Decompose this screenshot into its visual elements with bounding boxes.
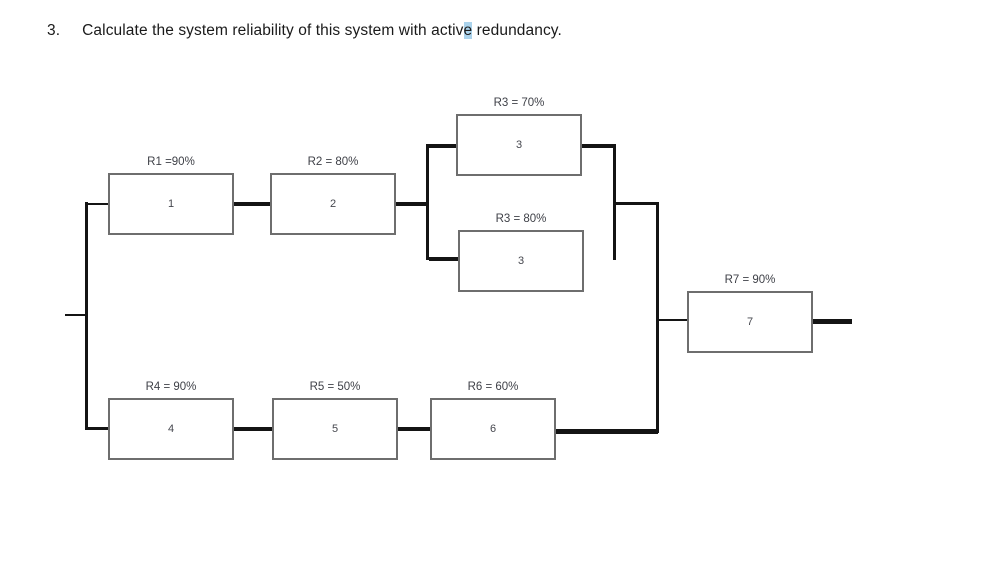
block1-block2-connector <box>234 202 270 206</box>
block5-block6-connector <box>397 427 430 431</box>
block-number: 7 <box>746 316 754 328</box>
right-join-vertical-line <box>656 202 659 433</box>
merge-output-line <box>616 202 658 205</box>
block-number: 1 <box>167 198 175 210</box>
split-bottom-branch-line <box>429 257 458 261</box>
merge-vertical-line <box>613 144 616 260</box>
block-number: 6 <box>489 423 497 435</box>
left-branch-vertical-line <box>85 202 88 430</box>
branch-to-block1-line <box>88 203 108 205</box>
block3top-merge-connector <box>582 144 614 148</box>
question-sentence: Calculate the system reliability of this… <box>82 22 562 39</box>
branch-to-block4-line <box>88 427 108 430</box>
block-number: 5 <box>331 423 339 435</box>
block4-block5-connector <box>234 427 272 431</box>
block7-input-line <box>659 319 687 321</box>
block-label: R7 = 90% <box>724 274 776 286</box>
reliability-block-4: R4 = 90% 4 <box>108 381 234 460</box>
reliability-block-7: R7 = 90% 7 <box>687 274 813 353</box>
output-stub-line <box>813 319 852 324</box>
block-label: R3 = 80% <box>495 213 547 225</box>
block-number: 3 <box>517 255 525 267</box>
block-label: R1 =90% <box>147 156 195 168</box>
block-label: R5 = 50% <box>309 381 361 393</box>
reliability-block-3-bottom: R3 = 80% 3 <box>458 213 584 292</box>
block-label: R4 = 90% <box>145 381 197 393</box>
question-number: 3. <box>47 22 61 39</box>
reliability-block-3-top: R3 = 70% 3 <box>456 97 582 176</box>
block-number: 4 <box>167 423 175 435</box>
block2-split-connector <box>396 202 427 206</box>
reliability-block-5: R5 = 50% 5 <box>272 381 398 460</box>
split-top-branch-line <box>429 144 456 148</box>
reliability-block-2: R2 = 80% 2 <box>270 156 396 235</box>
question-text-segment: Calculate the system reliability of this… <box>82 22 464 39</box>
highlighted-character: e <box>463 22 473 39</box>
question-text-segment: redundancy. <box>472 22 562 39</box>
block-label: R2 = 80% <box>307 156 359 168</box>
input-stub-line <box>65 314 87 316</box>
reliability-block-1: R1 =90% 1 <box>108 156 234 235</box>
reliability-block-6: R6 = 60% 6 <box>430 381 556 460</box>
question-text: 3. Calculate the system reliability of th… <box>47 22 562 40</box>
block6-join-connector <box>556 429 658 434</box>
block-number: 3 <box>515 139 523 151</box>
block-label: R3 = 70% <box>493 97 545 109</box>
block-number: 2 <box>329 198 337 210</box>
split-vertical-line <box>426 144 429 260</box>
block-label: R6 = 60% <box>467 381 519 393</box>
